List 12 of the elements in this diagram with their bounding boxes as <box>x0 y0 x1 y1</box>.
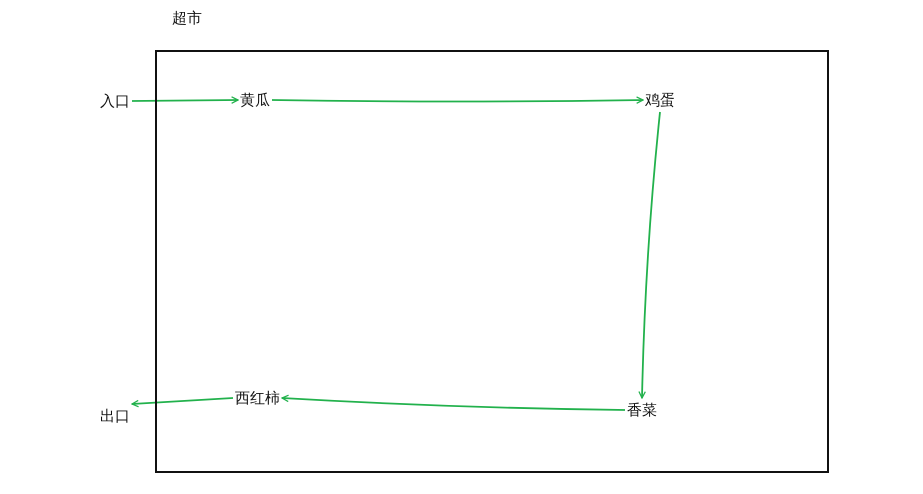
item-label: 鸡蛋 <box>645 90 675 110</box>
item-label: 香菜 <box>627 400 657 420</box>
arrow <box>281 394 626 411</box>
arrow <box>272 96 644 104</box>
arrow <box>131 397 234 408</box>
entrance-label: 入口 <box>100 91 130 111</box>
item-label: 黄瓜 <box>240 90 270 110</box>
item-label: 西红柿 <box>235 388 280 408</box>
exit-label: 出口 <box>100 406 130 426</box>
arrow <box>132 96 239 104</box>
store-heading: 超市 <box>172 8 202 28</box>
arrow <box>638 112 661 399</box>
